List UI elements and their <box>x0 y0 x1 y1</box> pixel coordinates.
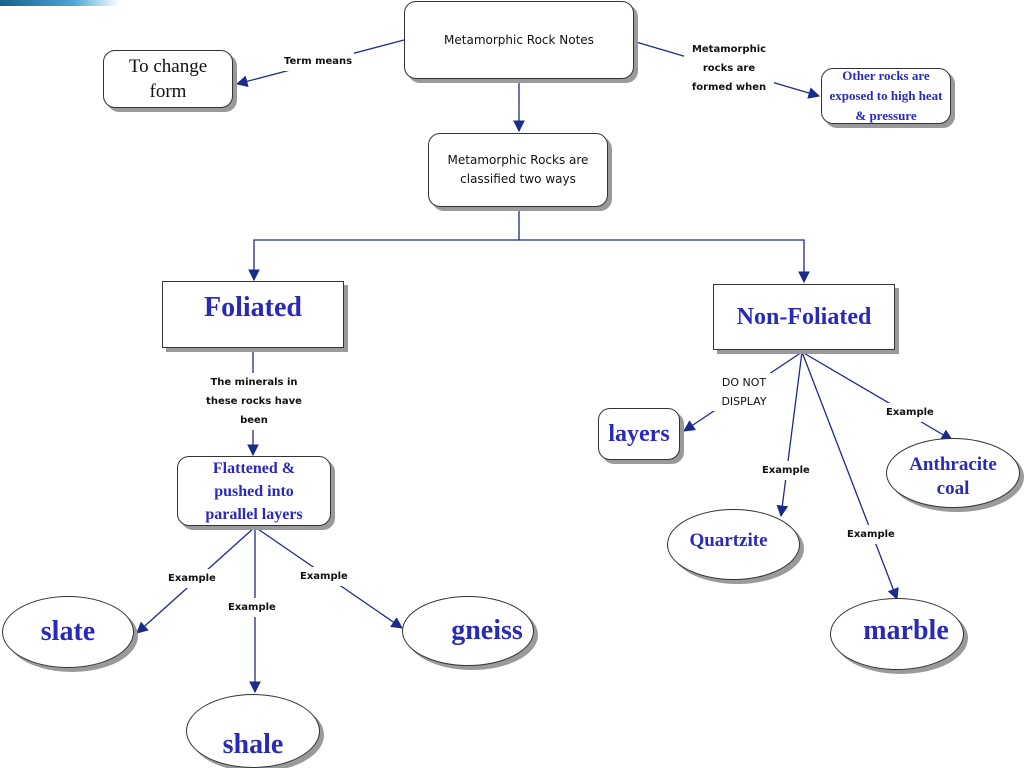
node-label: Metamorphic Rock Notes <box>444 32 594 47</box>
edge-label-example-gneiss: Example <box>298 567 350 586</box>
edge-classified-to-nonfoliated <box>519 239 810 284</box>
node-label: gneiss <box>451 615 523 646</box>
node-label: To change form <box>128 56 208 102</box>
node-to-change-form: To change form <box>103 50 233 108</box>
corner-accent <box>0 0 120 6</box>
edge-label-example-quartzite: Example <box>760 461 812 480</box>
edge-label-example-anthracite: Example <box>884 403 936 422</box>
node-label: slate <box>40 616 96 647</box>
node-label: Metamorphic Rocks are classified two way… <box>447 153 589 186</box>
node-label: shale <box>222 729 284 760</box>
node-heat-and-pressure: Other rocks are exposed to high heat & p… <box>821 68 951 124</box>
node-anthracite-coal: Anthracite coal <box>886 438 1020 508</box>
edge-label-term-means: Term means <box>282 52 355 71</box>
edge-label-example-slate: Example <box>166 569 218 588</box>
node-metamorphic-rock-notes: Metamorphic Rock Notes <box>404 1 634 79</box>
edge-label-do-not-display: DO NOT DISPLAY <box>708 373 780 411</box>
node-marble: marble <box>830 598 964 670</box>
node-gneiss: gneiss <box>402 596 534 666</box>
edge-label-minerals: The minerals in these rocks have been <box>204 373 304 430</box>
edge-nonfoliated-to-marble <box>801 351 899 601</box>
node-label: marble <box>863 615 949 646</box>
node-label: Other rocks are exposed to high heat & p… <box>829 68 943 123</box>
edge-label-example-shale: Example <box>226 598 278 617</box>
node-label: layers <box>608 420 670 447</box>
node-quartzite: Quartzite <box>667 509 800 580</box>
node-label: Anthracite coal <box>909 454 997 499</box>
edge-label-example-marble: Example <box>845 525 897 544</box>
node-classified-two-ways: Metamorphic Rocks are classified two way… <box>428 133 608 207</box>
node-foliated: Foliated <box>162 281 344 348</box>
node-label: Flattened & pushed into parallel layers <box>205 459 303 523</box>
edge-classified-branches <box>253 209 520 279</box>
node-label: Non-Foliated <box>736 303 872 330</box>
edge-nonfoliated-to-quartzite <box>776 351 803 518</box>
node-non-foliated: Non-Foliated <box>713 284 895 350</box>
node-slate: slate <box>2 596 134 668</box>
node-flattened-layers: Flattened & pushed into parallel layers <box>177 456 331 526</box>
node-layers: layers <box>598 408 680 460</box>
edge-label-formed-when: Metamorphic rocks are formed when <box>684 40 774 97</box>
node-label: Foliated <box>204 292 302 323</box>
node-label: Quartzite <box>689 530 768 551</box>
node-shale: shale <box>186 694 320 768</box>
edge-nonfoliated-to-anthracite <box>801 351 954 441</box>
